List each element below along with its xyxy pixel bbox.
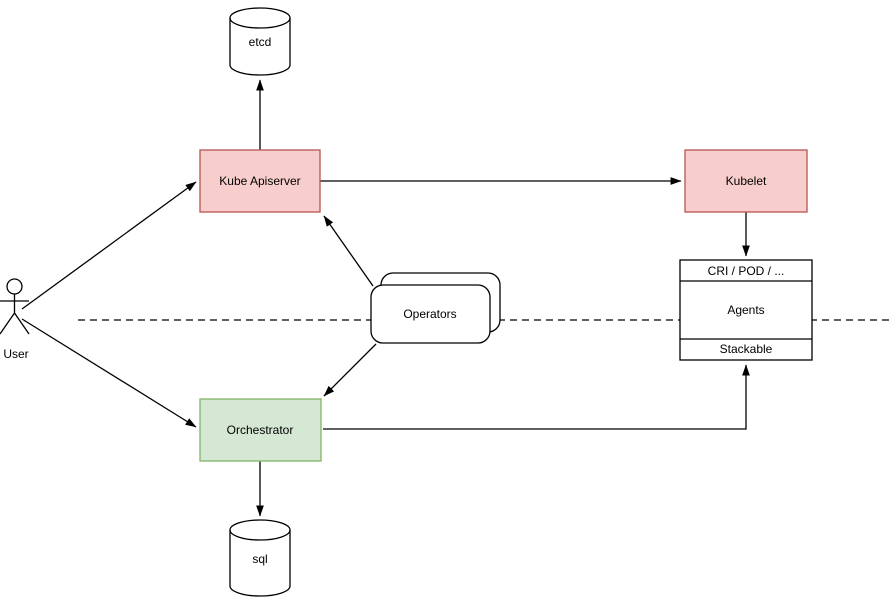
orchestrator-label: Orchestrator bbox=[227, 423, 294, 437]
node-etcd: etcd bbox=[229, 7, 291, 76]
agents-box bbox=[679, 259, 813, 361]
agents-footer-label: Stackable bbox=[720, 342, 773, 356]
orchestrator-box bbox=[199, 398, 322, 462]
etcd-cylinder-shape bbox=[229, 7, 291, 76]
kube-apiserver-box bbox=[199, 149, 321, 213]
etcd-cylinder-rim bbox=[229, 17, 291, 29]
operators-label: Operators bbox=[403, 307, 456, 321]
edge-operators-to-orchestrator bbox=[323, 343, 377, 397]
node-agents: CRI / POD / ... Agents Stackable bbox=[679, 259, 813, 361]
user-actor: User bbox=[0, 278, 30, 361]
agents-body-label: Agents bbox=[727, 303, 764, 317]
node-sql: sql bbox=[229, 519, 291, 597]
user-actor-head bbox=[6, 278, 23, 295]
agents-header-label: CRI / POD / ... bbox=[708, 264, 785, 278]
kube-apiserver-label: Kube Apiserver bbox=[219, 174, 300, 188]
operators-front-card bbox=[370, 284, 491, 344]
kubelet-label: Kubelet bbox=[726, 174, 767, 188]
etcd-label: etcd bbox=[249, 35, 272, 49]
kubelet-box bbox=[684, 149, 808, 213]
sql-label: sql bbox=[252, 552, 267, 566]
user-label: User bbox=[3, 347, 28, 361]
node-orchestrator: Orchestrator bbox=[199, 398, 322, 462]
node-kubelet: Kubelet bbox=[684, 149, 808, 213]
edge-orchestrator-to-stackable bbox=[323, 364, 750, 430]
edges-layer bbox=[21, 79, 750, 517]
node-operators: Operators bbox=[370, 272, 501, 344]
sql-cylinder-rim bbox=[229, 529, 291, 541]
edge-user-to-apiserver bbox=[21, 181, 197, 310]
edge-operators-to-apiserver bbox=[323, 215, 374, 287]
edge-user-to-orchestrator bbox=[21, 318, 197, 428]
node-kube-apiserver: Kube Apiserver bbox=[199, 149, 321, 213]
user-actor-body bbox=[0, 294, 30, 335]
